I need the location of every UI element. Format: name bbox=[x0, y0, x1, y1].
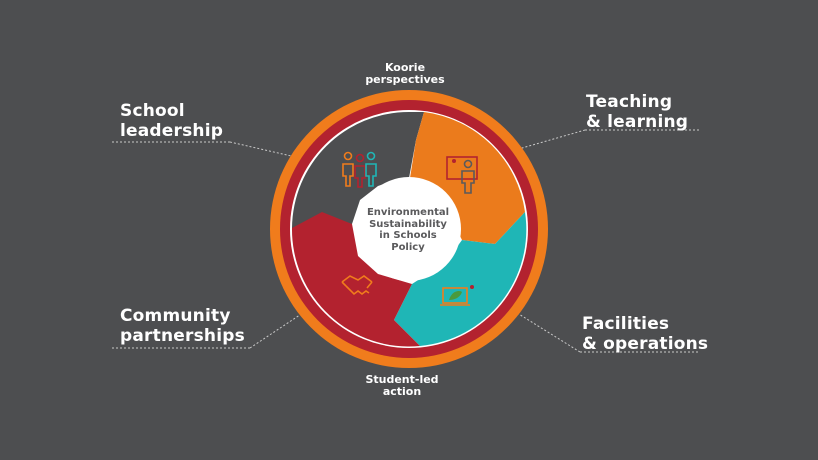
center-line-1: Environmental bbox=[366, 207, 450, 218]
segment-top-right bbox=[410, 112, 525, 244]
center-line-3: in Schools bbox=[379, 230, 437, 241]
label-koorie-perspectives-line-2: perspectives bbox=[365, 73, 445, 86]
label-teaching-learning: Teaching & learning bbox=[586, 92, 688, 132]
label-student-led-action: Student-led action bbox=[357, 374, 447, 398]
people-group-icon bbox=[342, 151, 377, 188]
center-line-4: Policy bbox=[391, 241, 425, 253]
connector-school bbox=[229, 141, 301, 159]
teacher-board-icon bbox=[446, 156, 478, 194]
label-koorie-perspectives-line-1: Koorie bbox=[384, 61, 426, 74]
label-facilities-operations-line-2: & operations bbox=[582, 334, 709, 354]
label-community-partnerships-line-1: Community bbox=[120, 306, 231, 326]
label-school-leadership: School leadership bbox=[120, 101, 223, 141]
label-teaching-learning-line-1: Teaching bbox=[586, 92, 673, 112]
label-teaching-learning-line-2: & learning bbox=[586, 112, 689, 132]
label-koorie-perspectives: Koorie perspectives bbox=[360, 62, 450, 86]
center-line-2: Sustainability bbox=[369, 218, 447, 230]
label-community-partnerships: Community partnerships bbox=[120, 306, 245, 346]
center-title: Environmental Sustainability in Schools … bbox=[360, 207, 456, 253]
cycle-segments bbox=[291, 112, 527, 347]
segment-top-left bbox=[292, 112, 424, 228]
handshake-icon bbox=[341, 275, 373, 296]
center-circle bbox=[357, 177, 461, 281]
leaf-laptop-icon bbox=[440, 285, 474, 306]
segment-bottom-right bbox=[394, 212, 527, 346]
label-student-led-action-line-1: Student-led bbox=[365, 373, 439, 386]
label-community-partnerships-line-2: partnerships bbox=[120, 326, 245, 346]
label-student-led-action-line-2: action bbox=[382, 385, 422, 398]
label-school-leadership-line-1: School bbox=[120, 101, 185, 121]
label-facilities-operations: Facilities & operations bbox=[582, 314, 708, 354]
label-facilities-operations-line-1: Facilities bbox=[582, 314, 670, 334]
label-school-leadership-line-2: leadership bbox=[120, 121, 224, 141]
